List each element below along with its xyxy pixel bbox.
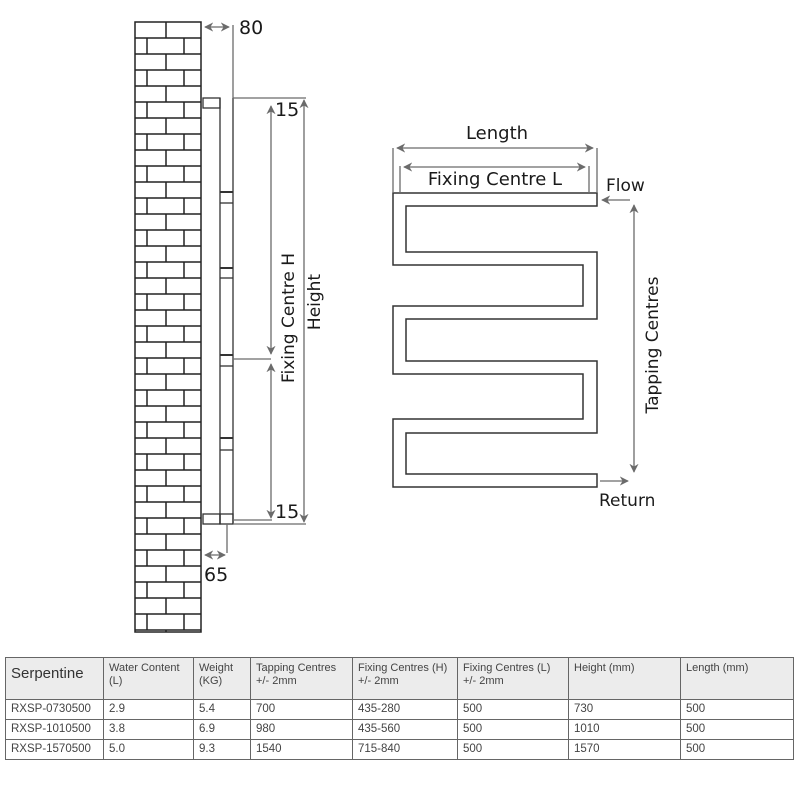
- bottom-margin-label: 15: [275, 501, 299, 523]
- table-cell: 3.8: [103, 719, 194, 740]
- table-cell: 5.4: [193, 699, 251, 720]
- column-title: Serpentine: [11, 665, 84, 682]
- column-header: Tapping Centres+/- 2mm: [250, 657, 353, 700]
- table-cell: 1570: [568, 739, 681, 760]
- table-cell: 435-280: [352, 699, 458, 720]
- column-title: Height (mm): [574, 662, 635, 674]
- model-code-cell: RXSP-1570500: [5, 739, 104, 760]
- table-cell: 500: [457, 719, 569, 740]
- column-title: Weight: [199, 662, 234, 674]
- table-cell: 1010: [568, 719, 681, 740]
- tapping-centres-label: Tapping Centres: [643, 276, 663, 414]
- column-title: Tapping Centres: [256, 662, 337, 674]
- return-label: Return: [599, 491, 655, 511]
- column-header: Length (mm): [680, 657, 794, 700]
- flow-label: Flow: [606, 176, 645, 196]
- column-subtitle: (KG): [199, 675, 223, 687]
- length-label: Length: [466, 123, 528, 144]
- serpentine-outline: [392, 192, 598, 488]
- table-cell: 730: [568, 699, 681, 720]
- specification-table: Serpentine Water Content(L) Weight(KG) T…: [5, 657, 794, 760]
- table-header-row: Serpentine Water Content(L) Weight(KG) T…: [5, 657, 794, 700]
- column-title: Fixing Centres (H): [358, 662, 448, 674]
- wall-outline: [134, 21, 202, 633]
- side-view: 80 15 15 65 Fixing Centre H Height: [202, 17, 325, 586]
- column-title: Length (mm): [686, 662, 749, 674]
- column-subtitle: (L): [109, 675, 123, 687]
- front-view: Length Fixing Centre L Flow Return Tappi…: [392, 123, 663, 511]
- column-subtitle: +/- 2mm: [256, 675, 297, 687]
- column-header: Fixing Centres (H)+/- 2mm: [352, 657, 458, 700]
- column-title: Fixing Centres (L): [463, 662, 551, 674]
- table-cell: 9.3: [193, 739, 251, 760]
- table-cell: 980: [250, 719, 353, 740]
- table-cell: 1540: [250, 739, 353, 760]
- table-cell: 500: [457, 739, 569, 760]
- height-label: Height: [305, 274, 325, 331]
- column-subtitle: +/- 2mm: [463, 675, 504, 687]
- column-header: Water Content(L): [103, 657, 194, 700]
- side-rail: [202, 97, 234, 525]
- wall-offset-bottom-label: 65: [204, 564, 228, 586]
- column-subtitle: +/- 2mm: [358, 675, 399, 687]
- table-cell: 715-840: [352, 739, 458, 760]
- table-cell: 500: [680, 719, 794, 740]
- table-cell: 435-560: [352, 719, 458, 740]
- table-cell: 500: [457, 699, 569, 720]
- table-cell: 500: [680, 739, 794, 760]
- column-header: Fixing Centres (L)+/- 2mm: [457, 657, 569, 700]
- radiator-dimension-diagram: 80 15 15 65 Fixing Centre H Height Lengt…: [134, 17, 663, 633]
- wall-offset-top-label: 80: [239, 17, 263, 39]
- model-code-cell: RXSP-1010500: [5, 719, 104, 740]
- fixing-centre-l-label: Fixing Centre L: [428, 169, 562, 190]
- table-cell: 5.0: [103, 739, 194, 760]
- table-cell: 2.9: [103, 699, 194, 720]
- side-dimension-lines: [204, 22, 309, 560]
- column-header: Height (mm): [568, 657, 681, 700]
- brick-wall: [134, 21, 202, 633]
- column-header: Weight(KG): [193, 657, 251, 700]
- front-dimension-lines: [392, 143, 639, 486]
- top-margin-label: 15: [275, 99, 299, 121]
- table-cell: 6.9: [193, 719, 251, 740]
- fixing-centre-h-label: Fixing Centre H: [279, 253, 299, 383]
- table-cell: 700: [250, 699, 353, 720]
- table-cell: 500: [680, 699, 794, 720]
- column-header: Serpentine: [5, 657, 104, 700]
- model-code-cell: RXSP-0730500: [5, 699, 104, 720]
- column-title: Water Content: [109, 662, 180, 674]
